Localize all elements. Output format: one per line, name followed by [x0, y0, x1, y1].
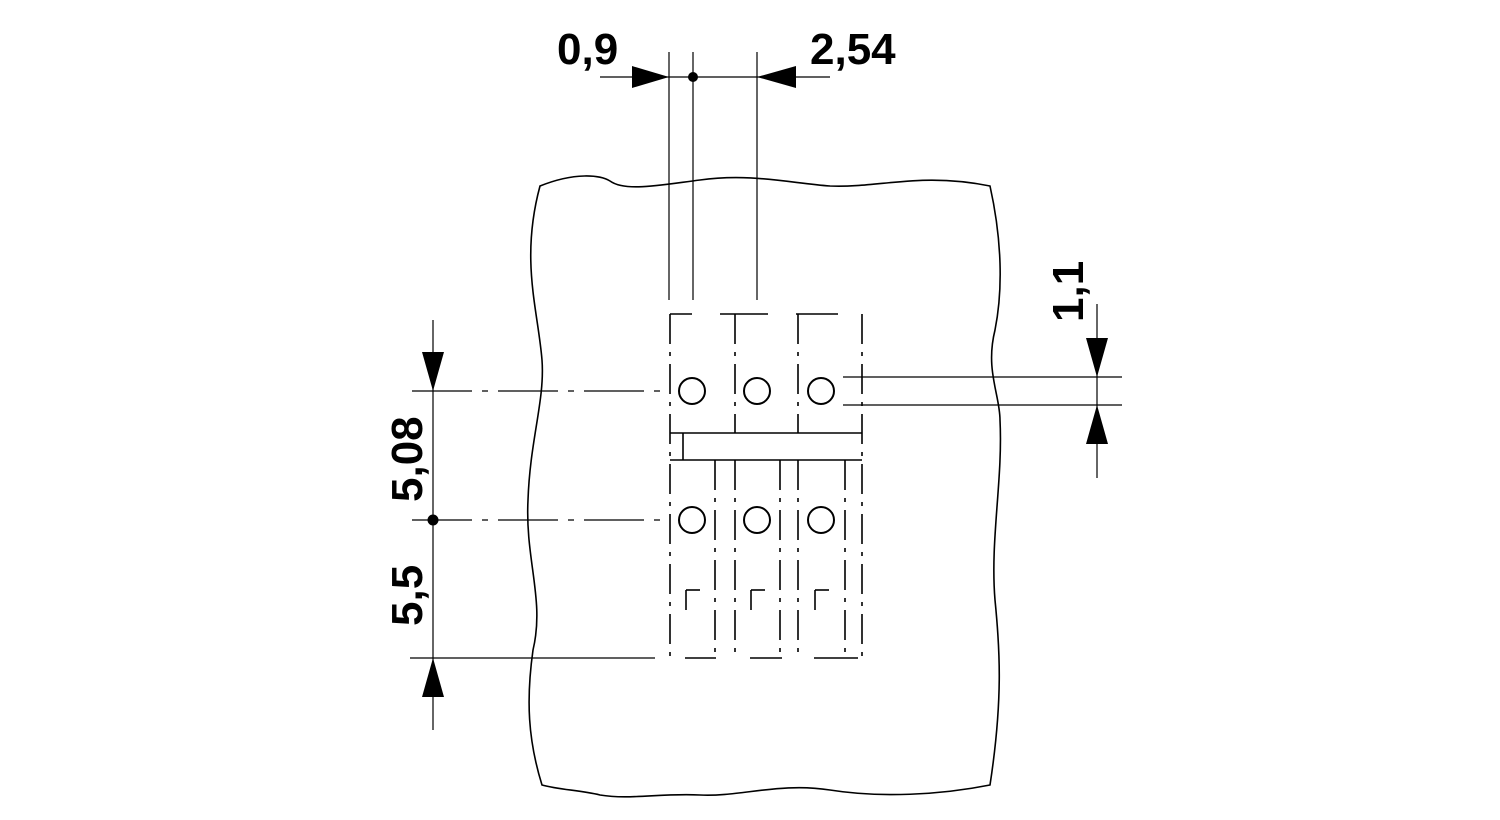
dimension-dot	[427, 514, 439, 526]
drill-hole	[678, 506, 706, 534]
dimension-arrow	[422, 352, 444, 391]
dimension-dot	[688, 72, 698, 82]
dimension-arrow	[1086, 405, 1108, 444]
pitch-label: 2,54	[810, 25, 896, 74]
drill-hole	[743, 506, 771, 534]
edge-offset-label: 5,5	[383, 565, 432, 626]
board-outline	[526, 175, 1002, 798]
contact-chambers	[682, 314, 846, 660]
hole-spacing-label: 1,1	[1044, 261, 1093, 322]
drill-hole	[807, 377, 835, 405]
dimension-arrow	[422, 658, 444, 697]
pin-diameter-label: 0,9	[557, 25, 618, 74]
left-dimension	[410, 320, 655, 730]
dimension-arrow	[632, 66, 669, 88]
row-spacing-label: 5,08	[383, 416, 432, 502]
drill-hole	[743, 377, 771, 405]
top-dimension	[600, 52, 830, 300]
right-dimension	[843, 304, 1122, 478]
drill-hole	[678, 377, 706, 405]
drill-holes	[678, 377, 835, 534]
footprint-outline	[669, 313, 863, 660]
hole-centre-lines	[412, 390, 662, 521]
dimension-arrow	[1086, 338, 1108, 377]
dimension-arrow	[757, 66, 796, 88]
drill-hole	[807, 506, 835, 534]
